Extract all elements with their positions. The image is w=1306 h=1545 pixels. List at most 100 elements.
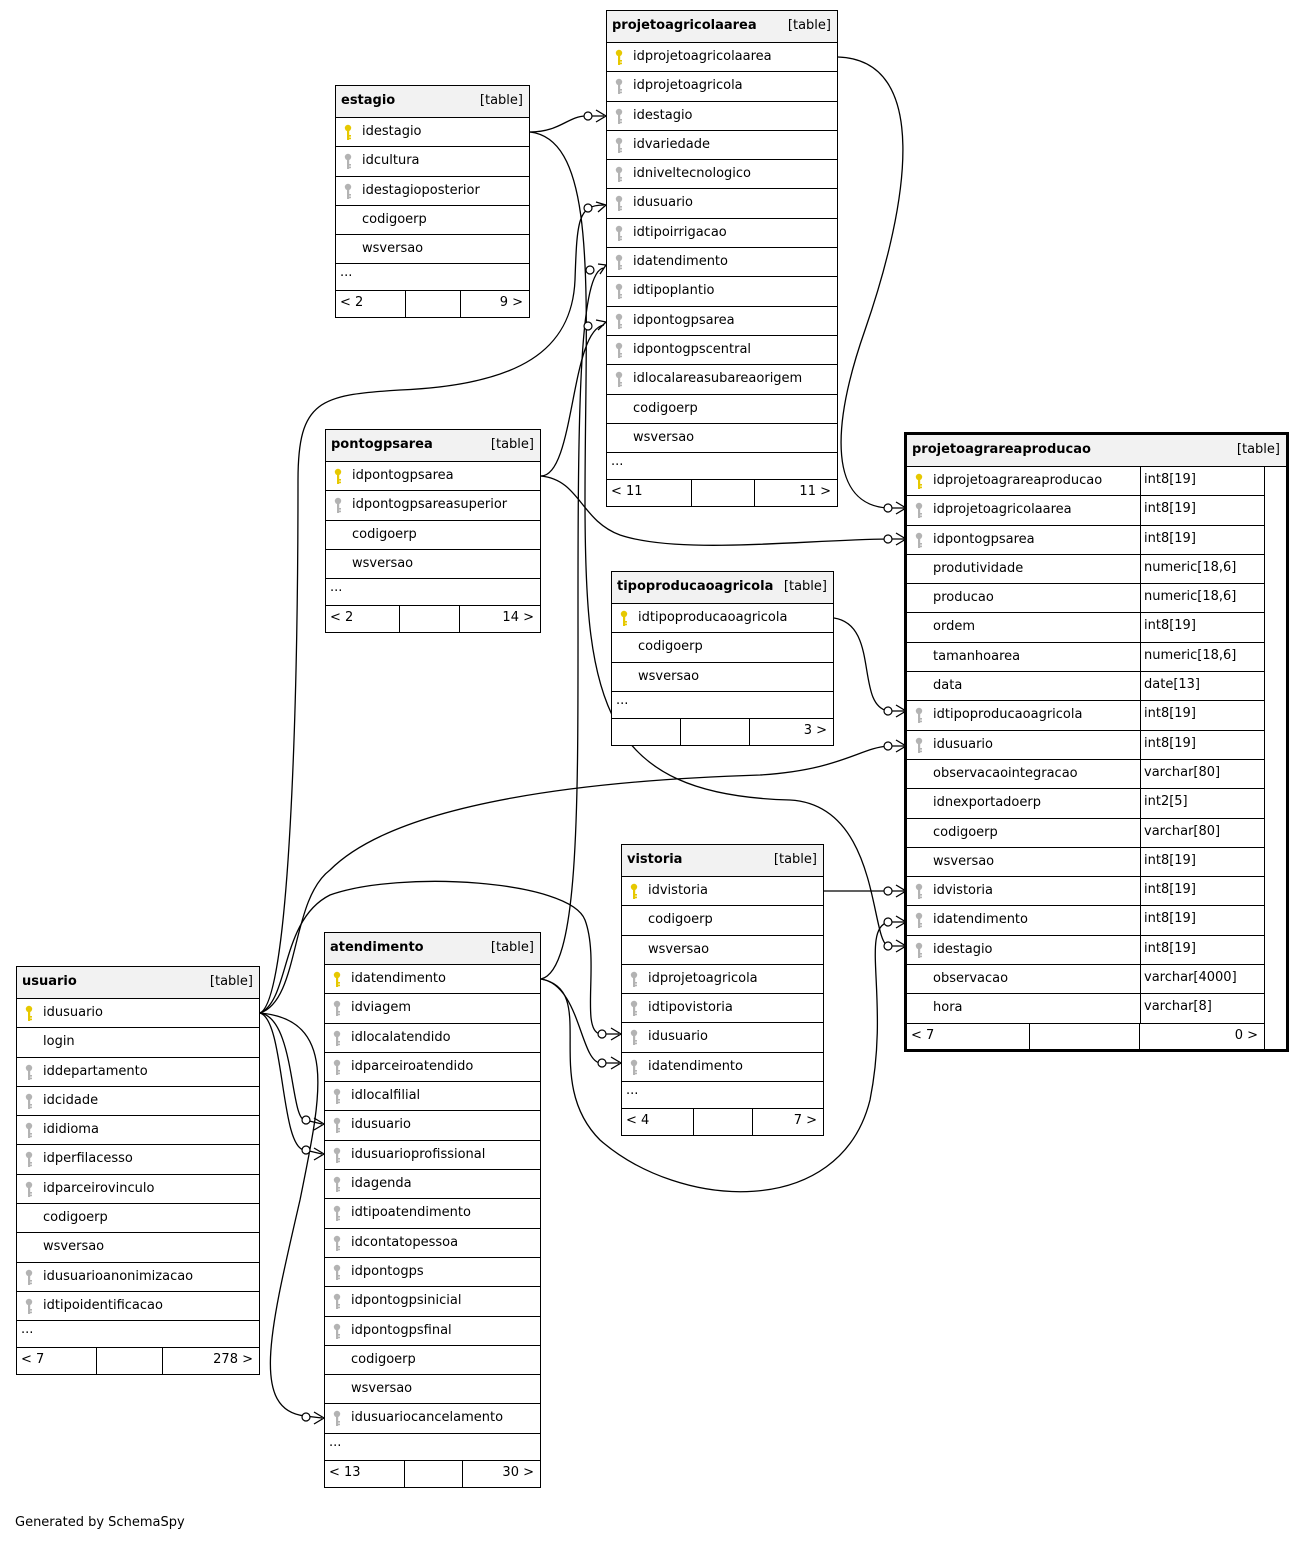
table-projetoagrareaproducao[interactable]: projetoagrareaproducao [table] idprojeto… [904,432,1289,1052]
column-row[interactable]: wsversao [326,550,540,580]
parents-count[interactable]: < 11 [607,480,692,507]
column-row[interactable]: idatendimento [607,248,837,278]
column-row[interactable]: idpontogpscentral [607,336,837,366]
column-row[interactable]: login [17,1028,259,1058]
column-row[interactable]: idtipoidentificacao [17,1292,259,1322]
column-row[interactable]: idpontogpsarea [326,462,540,492]
more-columns[interactable]: ... [336,264,529,292]
children-count[interactable]: 9 > [499,295,523,311]
column-row[interactable]: codigoerp [622,906,823,936]
column-row[interactable]: idtipoatendimento [325,1199,540,1229]
column-row[interactable]: idprojetoagricola [622,965,823,995]
column-row[interactable]: wsversao [17,1233,259,1263]
column-row[interactable]: codigoerp [326,521,540,550]
table-projetoagricolaarea[interactable]: projetoagricolaarea [table] idprojetoagr… [606,10,838,508]
column-row[interactable]: ididioma [17,1116,259,1146]
column-row[interactable]: idusuario [622,1023,823,1053]
column-row[interactable]: codigoerp [17,1204,259,1234]
children-count[interactable]: 0 > [1234,1027,1258,1043]
column-row[interactable]: idtipoplantio [607,277,837,307]
column-row[interactable]: idatendimento [325,965,540,995]
children-count[interactable]: 3 > [803,722,827,738]
column-row[interactable]: idparceiroatendido [325,1053,540,1083]
column-row[interactable]: idusuariocancelamento [325,1404,540,1434]
column-row[interactable]: wsversao [336,235,529,265]
column-row[interactable]: idpontogpsinicial [325,1287,540,1317]
more-columns[interactable]: ... [325,1434,540,1461]
parents-count[interactable]: < 13 [325,1460,405,1487]
more-columns[interactable]: ... [622,1082,823,1110]
more-columns[interactable]: ... [607,453,837,481]
column-row[interactable]: idpontogpsareasuperior [326,491,540,521]
column-row[interactable]: codigoerp [607,395,837,424]
column-row[interactable]: idperfilacesso [17,1145,259,1175]
column-row[interactable]: idprojetoagricola [607,72,837,102]
column-row[interactable]: iddepartamento [17,1058,259,1087]
children-count[interactable]: 278 > [213,1352,253,1368]
children-count[interactable]: 11 > [799,484,831,500]
children-count[interactable]: 30 > [502,1464,534,1480]
column-row[interactable]: idniveltecnologico [607,160,837,190]
column-row[interactable]: idestagio [336,118,529,148]
more-columns[interactable]: ... [17,1321,259,1349]
column-row[interactable]: idusuario [607,189,837,219]
parents-count[interactable]: < 2 [326,606,400,633]
parents-count[interactable]: < 4 [622,1109,694,1136]
column-row[interactable]: codigoerp [325,1346,540,1376]
column-row[interactable]: codigoerp [336,206,529,236]
children-count[interactable]: 7 > [793,1113,817,1129]
column-row[interactable]: idtipoirrigacao [607,219,837,249]
table-tipoproducaoagricola[interactable]: tipoproducaoagricola [table] idtipoprodu… [611,571,834,746]
column-row[interactable]: idtipoproducaoagricola [612,604,833,634]
column-row[interactable]: idpontogpsfinal [325,1317,540,1346]
column-row[interactable]: idlocalfilial [325,1082,540,1112]
column-row[interactable]: wsversao [612,663,833,692]
column-row[interactable]: idusuarioprofissional [325,1141,540,1171]
more-columns[interactable]: ... [326,579,540,607]
column-row[interactable]: wsversao [325,1375,540,1405]
column-row[interactable]: idusuario [17,999,259,1029]
column-row[interactable]: idprojetoagricolaarea [607,43,837,73]
column-row[interactable]: idcidade [17,1087,259,1117]
parents-count[interactable]: < 7 [907,1023,1030,1050]
column-row[interactable]: wsversao [622,936,823,965]
column-row[interactable]: idusuario [325,1111,540,1141]
column-row[interactable]: idlocalatendido [325,1024,540,1053]
column-row[interactable]: codigoerp [612,633,833,663]
column-row[interactable]: idagenda [325,1170,540,1200]
column-row[interactable]: wsversao [607,424,837,454]
column-row[interactable]: idvariedade [607,131,837,161]
column-row[interactable]: idestagioposterior [336,177,529,206]
column-row[interactable]: idpontogpsarea [607,307,837,336]
column-row[interactable]: idviagem [325,994,540,1024]
parents-count[interactable]: < 2 [336,291,406,318]
column-row[interactable]: idcontatopessoa [325,1229,540,1258]
column-row[interactable]: idatendimento [622,1053,823,1083]
column-row[interactable]: idlocalareasubareaorigem [607,365,837,395]
column-row[interactable]: idpontogps [325,1258,540,1288]
column-row[interactable]: idvistoria [622,877,823,907]
column-row[interactable]: idtipovistoria [622,994,823,1024]
column-row[interactable]: idestagio [607,102,837,131]
